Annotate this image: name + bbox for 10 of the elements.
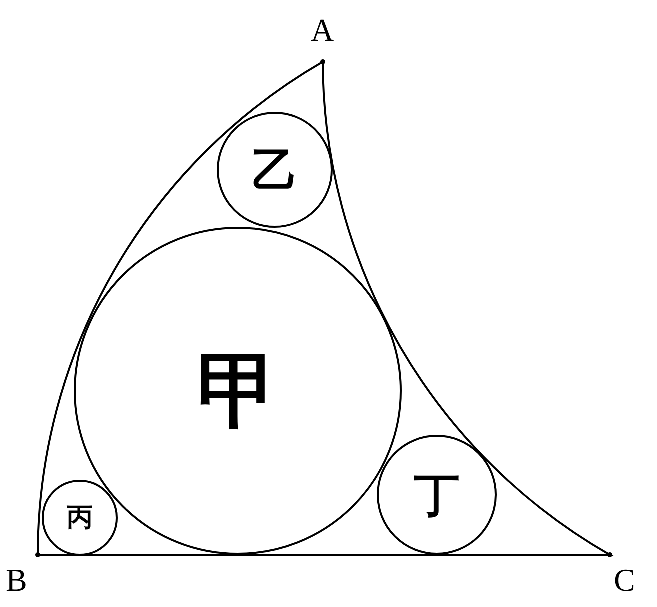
circle: [217, 112, 333, 228]
circle-label: 丙: [67, 505, 93, 531]
vertex-label: A: [311, 14, 334, 46]
vertex-label: C: [614, 564, 636, 596]
vertex-label: B: [6, 564, 28, 596]
circle: [42, 480, 118, 556]
circle-label: 甲: [197, 350, 279, 432]
circle-label: 丁: [414, 472, 460, 518]
circle: [377, 435, 497, 555]
circle-label: 乙: [252, 147, 298, 193]
